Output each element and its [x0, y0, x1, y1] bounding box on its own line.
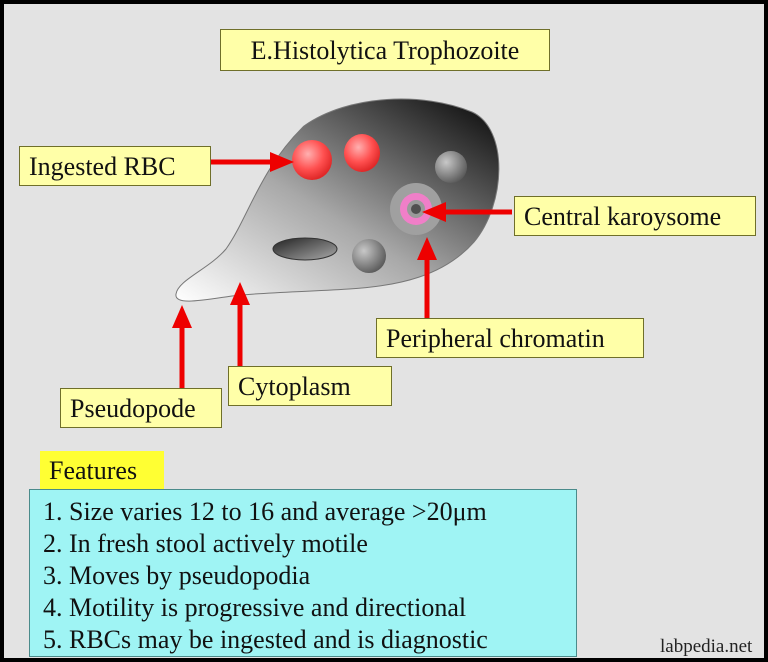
label-ingested-rbc: Ingested RBC [19, 146, 211, 186]
ingested-rbc-2 [344, 134, 380, 172]
feature-item: 4. Motility is progressive and direction… [43, 593, 467, 622]
label-peripheral-chromatin: Peripheral chromatin [376, 318, 644, 358]
feature-item: 3. Moves by pseudopodia [43, 561, 311, 590]
features-list: 1. Size varies 12 to 16 and average >20μ… [29, 489, 577, 657]
features-heading: Features [40, 451, 164, 491]
vacuole-oval [272, 237, 338, 261]
arrow-central-karyosome [422, 202, 512, 222]
trophozoite-body [175, 98, 500, 302]
label-central-karyosome: Central karoysome [514, 196, 756, 236]
ingested-rbc-1 [292, 140, 332, 180]
feature-item: 2. In fresh stool actively motile [43, 529, 368, 558]
arrow-cytoplasm [230, 282, 250, 366]
diagram-title: E.Histolytica Trophozoite [220, 29, 550, 71]
label-cytoplasm: Cytoplasm [228, 366, 392, 406]
central-karyosome-dot [411, 204, 421, 214]
arrow-ingested-rbc [211, 152, 294, 172]
vacuole-lower [352, 239, 386, 273]
feature-item: 1. Size varies 12 to 16 and average >20μ… [43, 497, 487, 526]
label-pseudopode: Pseudopode [60, 388, 222, 428]
source-credit: labpedia.net [660, 636, 753, 657]
arrow-peripheral-chromatin [417, 237, 437, 318]
trophozoite-illustration [172, 98, 512, 388]
vacuole-upper [435, 151, 467, 183]
arrow-pseudopode [172, 305, 192, 388]
diagram-canvas: E.Histolytica Trophozoite Ingested RBC C… [4, 4, 764, 658]
feature-item: 5. RBCs may be ingested and is diagnosti… [43, 625, 488, 654]
